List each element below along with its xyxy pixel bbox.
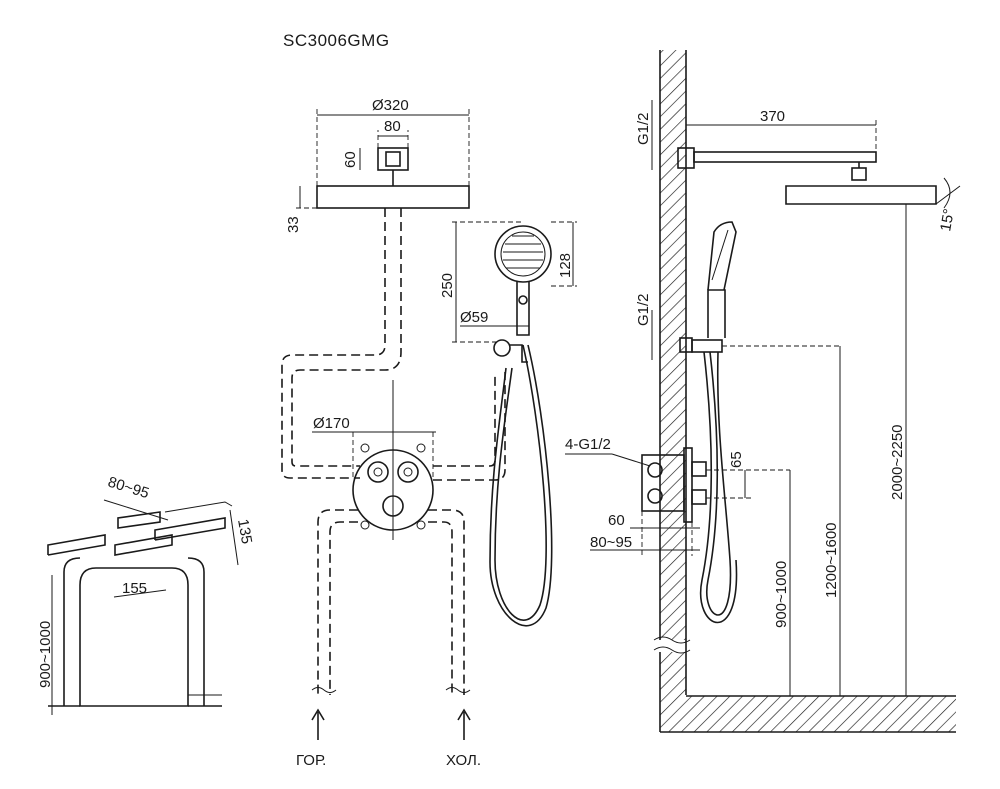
concealed-pipe-to-handshower (433, 372, 506, 481)
hand-shower-side-handle (707, 289, 726, 338)
dim-d60: 60 (608, 512, 625, 529)
niche-ledge-mid (114, 534, 173, 556)
dim-d59: Ø59 (460, 309, 488, 326)
dim-d320: Ø320 (372, 97, 409, 114)
niche-dim-80-95: 80~95 (106, 474, 151, 503)
hand-shower-holder (510, 344, 528, 363)
valve-port-lower (647, 488, 663, 504)
concealed-pipe-to-head (281, 208, 386, 479)
valve-cover-plate (683, 447, 693, 523)
cold-port-center (403, 467, 413, 477)
wall-outlet-elbow (493, 339, 511, 357)
dim-w370: 370 (760, 108, 785, 125)
concealed-pipe-to-handshower-inner (433, 372, 496, 467)
rain-shower-head (316, 185, 470, 209)
wall-hatch (660, 50, 686, 640)
hose-side-outer (699, 351, 738, 624)
dim-h900-1000: 900~1000 (773, 561, 790, 628)
model-code: SC3006GMG (283, 31, 390, 50)
dim-g12-mid: G1/2 (635, 293, 652, 326)
side-view: 15° 370 G1/2 G1/2 4-G1/2 65 (565, 50, 961, 733)
niche-right-panel (187, 557, 205, 706)
dim-d170: Ø170 (313, 415, 350, 432)
dim-h33: 33 (285, 216, 302, 233)
flange-inner (385, 151, 401, 167)
niche-dim-135-line (229, 509, 239, 566)
hand-shower-nozzles (503, 235, 543, 269)
label-hot: ГОР. (296, 752, 326, 769)
valve-port-upper (647, 462, 663, 478)
dim-d80-95-side: 80~95 (590, 534, 632, 551)
mount-hole-bl (360, 520, 370, 530)
hot-port (367, 461, 389, 483)
hose-side (706, 351, 732, 616)
hot-arrow-head (311, 708, 325, 721)
cold-arrow-head (457, 708, 471, 721)
label-cold: ХОЛ. (446, 752, 481, 769)
hot-pipe-break (311, 687, 337, 693)
dim-g12-4: 4-G1/2 (565, 436, 611, 453)
dim-h128: 128 (557, 253, 574, 278)
dim-h60: 60 (342, 151, 359, 168)
cold-port (397, 461, 419, 483)
dim-h2000-2250: 2000~2250 (889, 425, 906, 501)
hand-shower-button (518, 295, 528, 305)
dim-angle-15: 15° (937, 207, 958, 232)
concealed-pipe-to-head-inner (291, 208, 402, 467)
hot-supply-pipe-inner (329, 521, 358, 695)
hand-shower-side-head (707, 221, 737, 291)
valve-handle-lower (691, 489, 707, 505)
niche-ledge-left (47, 534, 106, 556)
holder-bracket (691, 339, 723, 353)
hand-shower-head (494, 225, 552, 283)
hand-shower-face (500, 231, 546, 277)
niche-ledge-right (154, 517, 226, 541)
dim-h1200-1600: 1200~1600 (823, 523, 840, 599)
dim-w80: 80 (384, 118, 401, 135)
arm-head-connector (851, 167, 867, 181)
hand-shower-hose (494, 344, 547, 621)
hot-port-center (373, 467, 383, 477)
niche-body (79, 567, 189, 707)
cold-supply-pipe (428, 509, 465, 695)
rain-head-side (785, 185, 937, 205)
dim-d65: 65 (728, 451, 745, 468)
g12-4-leader (611, 453, 651, 467)
cold-supply-pipe-inner (428, 521, 453, 695)
front-view: Ø320 80 60 33 Ø170 (281, 97, 577, 769)
mount-hole-br (416, 520, 426, 530)
hand-shower-side-face (711, 229, 729, 281)
niche-ledge-edge (164, 501, 233, 513)
valve-handle-upper (691, 461, 707, 477)
niche-view: 80~95 135 155 900~1000 (37, 474, 255, 715)
angle-ray (935, 185, 961, 205)
niche-dim-135: 135 (234, 518, 255, 546)
wall-break (653, 636, 691, 644)
shower-arm (693, 151, 877, 163)
hand-shower-hose-outer (489, 344, 553, 627)
wall-lower-hatch (660, 652, 686, 732)
dim-h250: 250 (439, 273, 456, 298)
mount-hole-tl (360, 443, 370, 453)
mount-hole-tr (416, 443, 426, 453)
niche-ledge-top (117, 511, 161, 529)
niche-dim-155-line (113, 589, 167, 598)
floor-hatch (686, 696, 956, 732)
dim-g12-top: G1/2 (635, 112, 652, 145)
niche-dim-155: 155 (122, 580, 147, 597)
angle-arc (943, 177, 951, 209)
niche-left-panel (63, 557, 81, 706)
hot-supply-pipe (317, 509, 358, 695)
cold-pipe-break (445, 687, 471, 693)
niche-dim-80-95-line (103, 499, 169, 521)
niche-dim-900-1000: 900~1000 (37, 621, 54, 688)
hand-shower-handle (516, 281, 530, 336)
